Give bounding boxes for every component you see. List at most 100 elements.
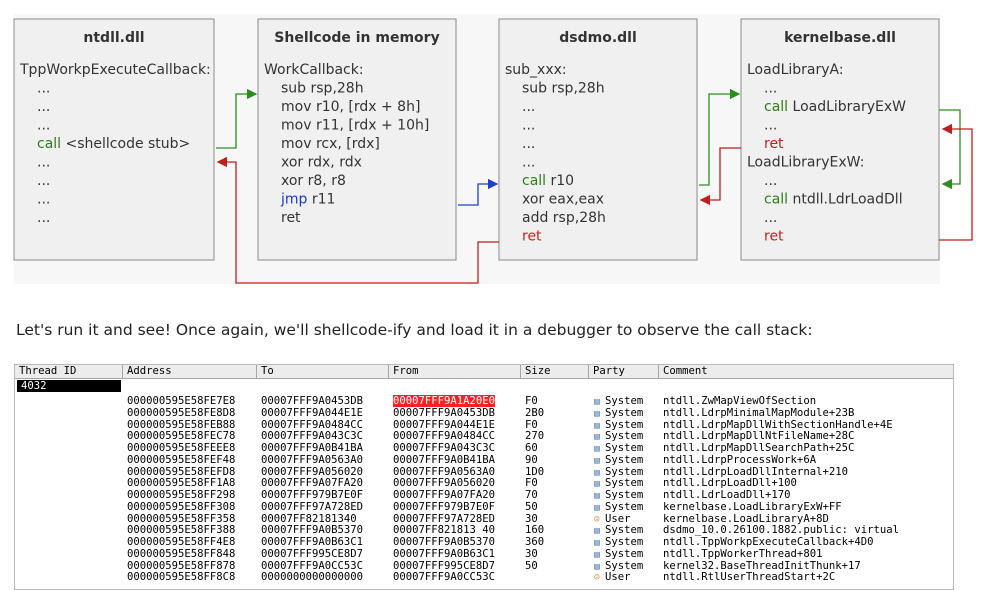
address-cell-text: 000000595E58FF1A8 bbox=[127, 477, 236, 490]
header-comment[interactable]: Comment bbox=[663, 365, 708, 377]
size-cell-text: 50 bbox=[525, 500, 538, 513]
from-cell-text: 00007FFF9A0B5370 bbox=[393, 536, 496, 548]
code-text: sub rsp,28h bbox=[522, 81, 605, 97]
to-cell: 00007FFF979B7E0F bbox=[261, 489, 391, 501]
code-text: ... bbox=[764, 173, 777, 189]
from-cell: 00007FFF995CE8D7 bbox=[392, 560, 523, 572]
size-cell-text: 30 bbox=[525, 547, 538, 560]
to-cell: 00007FFF9A0B5370 bbox=[261, 524, 391, 536]
system-icon: ▤ bbox=[594, 455, 600, 466]
code-line: ... bbox=[764, 81, 777, 97]
comment-cell-text: ntdll.TppWorkpExecuteCallback+4D0 bbox=[663, 536, 874, 548]
to-cell-text: 00007FFF979B7E0F bbox=[261, 489, 364, 501]
header-size[interactable]: Size bbox=[521, 365, 589, 378]
party-label: System bbox=[605, 453, 644, 466]
system-icon: ▤ bbox=[594, 420, 600, 431]
from-cell-text: 00007FFF9A1A20E0 bbox=[393, 395, 496, 407]
comment-cell: ntdll.LdrLoadDll+170 bbox=[663, 489, 953, 501]
to-cell-text: 00007FFF97A728ED bbox=[261, 500, 364, 513]
header-thread-id[interactable]: Thread ID bbox=[15, 365, 123, 378]
address-cell-text: 000000595E58FEB88 bbox=[127, 418, 236, 431]
box-dsdmo bbox=[498, 18, 698, 261]
from-cell-text: 00007FFF97A728ED bbox=[393, 512, 496, 525]
box-title: Shellcode in memory bbox=[274, 30, 439, 46]
to-cell-text: 00007FFF9A043C3C bbox=[261, 430, 364, 443]
to-cell-text: 00007FFF9A0563A0 bbox=[261, 453, 364, 466]
code-line: sub_xxx: bbox=[505, 62, 567, 78]
code-text: ... bbox=[37, 118, 50, 134]
address-cell-text: 000000595E58FF848 bbox=[127, 547, 236, 560]
system-icon: ▤ bbox=[594, 397, 600, 407]
arrow-call-loadlibraryexw bbox=[939, 109, 961, 190]
code-text: r11 bbox=[307, 192, 335, 208]
address-cell: 000000595E58FF388 bbox=[127, 524, 257, 536]
address-cell: 000000595E58FF878 bbox=[127, 560, 257, 572]
to-cell-text: 00007FFF9A0B63C1 bbox=[261, 536, 364, 548]
size-cell-text: 1D0 bbox=[525, 465, 545, 478]
code-line: ... bbox=[522, 155, 535, 171]
call-stack-panel[interactable]: Thread ID Address To From Size Party Com… bbox=[14, 364, 954, 590]
code-line: ... bbox=[37, 155, 50, 171]
code-text: ... bbox=[37, 173, 50, 189]
code-line: TppWorkpExecuteCallback: bbox=[19, 62, 211, 78]
size-cell: 90 bbox=[525, 454, 587, 466]
address-cell-text: 000000595E58FF308 bbox=[127, 500, 236, 513]
from-cell: 00007FFF97A728ED bbox=[392, 513, 523, 525]
code-line: call ntdll.LdrLoadDll bbox=[764, 192, 903, 208]
party-cell: ▤System bbox=[592, 430, 658, 442]
header-to[interactable]: To bbox=[257, 365, 389, 378]
code-text: sub rsp,28h bbox=[281, 81, 364, 97]
header-party[interactable]: Party bbox=[589, 365, 659, 378]
code-text: ... bbox=[764, 118, 777, 134]
code-text: <shellcode stub> bbox=[61, 136, 190, 152]
call-stack-row[interactable]: 000000595E58FF878 00007FFF9A0CC53C 00007FF… bbox=[15, 560, 953, 572]
size-cell-text: 30 bbox=[525, 512, 538, 525]
to-cell-text: 00007FFF9A0453DB bbox=[261, 395, 364, 407]
size-cell-text: 160 bbox=[525, 524, 545, 537]
to-cell-text: 00007FFF9A0CC53C bbox=[261, 559, 364, 572]
header-from[interactable]: From bbox=[389, 365, 521, 378]
party-label: System bbox=[605, 418, 644, 431]
code-text: ... bbox=[522, 155, 535, 171]
code-line: ... bbox=[37, 99, 50, 115]
thread-id-cell[interactable]: 4032 bbox=[17, 380, 121, 392]
code-text: mov rcx, [rdx] bbox=[281, 136, 380, 152]
box-shellcode bbox=[257, 18, 457, 261]
code-line: ret bbox=[522, 229, 542, 245]
code-keyword: ret bbox=[764, 229, 784, 245]
arrow-call-loadlibrarya bbox=[699, 88, 741, 186]
arrow-ret-to-dsdmo bbox=[699, 147, 741, 206]
party-label: System bbox=[605, 430, 644, 443]
address-cell-text: 000000595E58FEEE8 bbox=[127, 442, 236, 454]
comment-cell: kernel32.BaseThreadInitThunk+17 bbox=[663, 560, 953, 572]
code-text: WorkCallback: bbox=[264, 62, 364, 78]
to-cell: 0000000000000000 bbox=[261, 571, 391, 583]
box-ntdll bbox=[13, 18, 215, 261]
code-line: sub rsp,28h bbox=[281, 81, 364, 97]
from-cell: 00007FFF9A0CC53C bbox=[392, 571, 523, 583]
party-cell: ▤System bbox=[592, 548, 658, 560]
code-keyword: call bbox=[37, 136, 61, 152]
from-cell-text: 00007FFF9A0453DB bbox=[393, 406, 496, 419]
size-cell: 70 bbox=[525, 489, 587, 501]
from-cell-text: 00007FFF9A056020 bbox=[393, 477, 496, 490]
code-line: ... bbox=[522, 99, 535, 115]
code-line: sub rsp,28h bbox=[522, 81, 605, 97]
address-cell: 000000595E58FF308 bbox=[127, 501, 257, 513]
header-address[interactable]: Address bbox=[123, 365, 257, 378]
